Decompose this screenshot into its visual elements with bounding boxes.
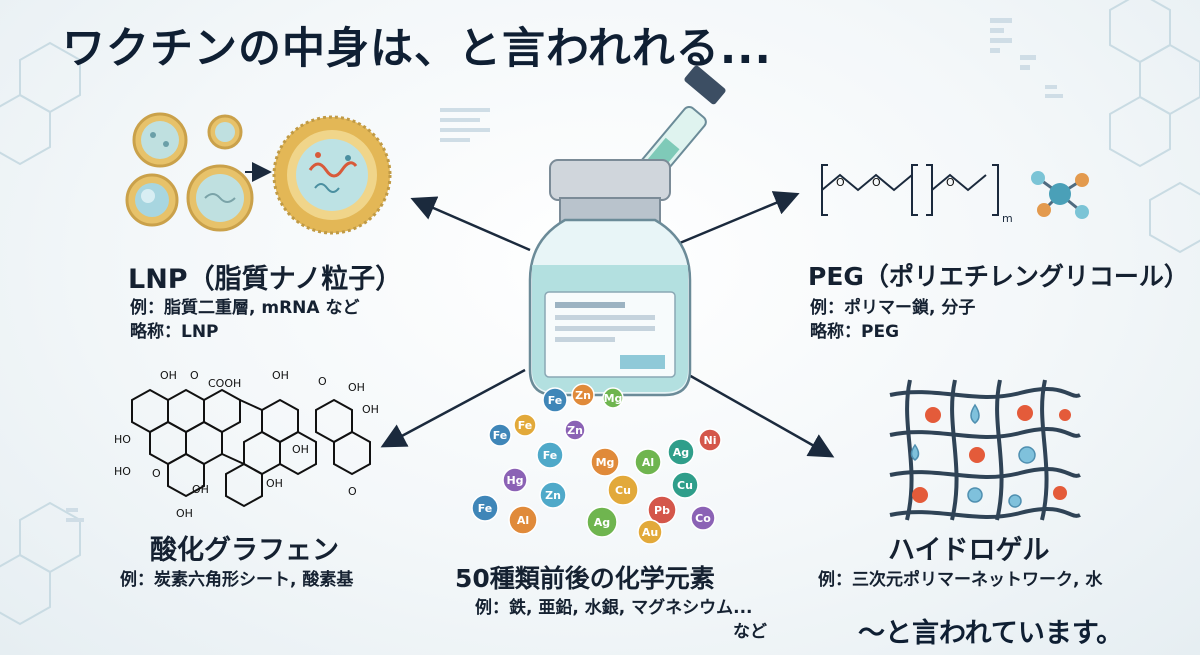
element-particle	[607, 474, 639, 506]
svg-text:O: O	[318, 375, 327, 388]
element-symbol: Pb	[654, 504, 670, 517]
element-symbol: Zn	[567, 424, 583, 437]
element-symbol: Hg	[506, 474, 523, 487]
element-particle	[536, 441, 564, 469]
svg-text:OH: OH	[348, 381, 365, 394]
svg-text:O: O	[190, 369, 199, 382]
peg-heading: PEG（ポリエチレングリコール）	[808, 262, 1189, 291]
lipid-particle-small-1	[132, 112, 188, 168]
svg-text:O: O	[946, 176, 955, 189]
element-symbol: Fe	[518, 419, 533, 432]
closing-text: 〜と言われています。	[858, 618, 1124, 649]
svg-text:HO: HO	[114, 433, 131, 446]
svg-text:O: O	[872, 176, 881, 189]
peg-example: 例：ポリマー鎖, 分子	[810, 298, 976, 318]
graphene-heading: 酸化グラフェン	[150, 535, 339, 566]
element-symbol: Fe	[493, 429, 508, 442]
graphene-oxide-structure: OH O COOH OH HO O OH HO OH OH O OH O OH …	[114, 369, 379, 520]
element-particle	[637, 519, 663, 545]
element-particle	[542, 387, 568, 413]
element-symbol: Fe	[478, 502, 493, 515]
svg-text:COOH: COOH	[208, 377, 241, 390]
peg-subscript: m	[1002, 212, 1013, 225]
element-particle	[488, 423, 512, 447]
svg-text:HO: HO	[114, 465, 131, 478]
element-particle	[513, 413, 537, 437]
molecule-icon	[1031, 171, 1089, 219]
vaccine-vial-illustration	[528, 65, 726, 397]
svg-text:O: O	[348, 485, 357, 498]
elements-heading: 50種類前後の化学元素	[455, 564, 715, 593]
element-symbol: Au	[642, 526, 658, 539]
element-symbol: Fe	[548, 394, 563, 407]
element-particle	[690, 505, 716, 531]
element-symbol: Cu	[615, 484, 631, 497]
element-symbol: Mg	[604, 392, 623, 405]
lipid-particle-small-4	[186, 164, 254, 232]
element-particle	[571, 383, 595, 407]
element-symbol: Zn	[575, 389, 591, 402]
element-particle	[539, 481, 567, 509]
element-particle	[671, 471, 699, 499]
element-symbol: Al	[642, 456, 654, 469]
lnp-heading: LNP（脂質ナノ粒子）	[128, 264, 403, 295]
element-symbol: Ag	[673, 446, 689, 459]
elements-example: 例：鉄, 亜鉛, 水銀, マグネシウム...	[475, 598, 753, 618]
vial-icon	[528, 159, 692, 397]
arrow-to-lnp	[410, 196, 531, 252]
peg-illustration: O O O m	[821, 164, 1089, 225]
hydrogel-heading: ハイドロゲル	[888, 535, 1050, 566]
element-symbol: Mg	[596, 456, 615, 469]
peg-abbreviation: 略称：PEG	[810, 322, 900, 342]
lnp-illustration	[125, 112, 392, 235]
element-particle	[590, 447, 620, 477]
arrow-to-hydrogel	[679, 368, 835, 458]
graphene-example: 例：炭素六角形シート, 酸素基	[120, 570, 354, 590]
elements-etc: など	[733, 622, 767, 642]
lipid-particle-small-3	[125, 173, 179, 227]
lipid-nanoparticle-large	[272, 115, 392, 235]
svg-text:OH: OH	[266, 477, 283, 490]
element-particle	[667, 438, 695, 466]
element-particle	[634, 448, 662, 476]
svg-text:OH: OH	[292, 443, 309, 456]
svg-text:OH: OH	[272, 369, 289, 382]
element-symbol: Fe	[543, 449, 558, 462]
element-particle	[508, 505, 538, 535]
element-symbol: Ni	[704, 434, 717, 447]
lipid-particle-small-2	[207, 114, 243, 150]
hydrogel-example: 例：三次元ポリマーネットワーク, 水	[818, 570, 1103, 590]
element-particle	[502, 467, 528, 493]
hydrogel-network	[889, 379, 1081, 521]
element-particle	[586, 506, 618, 538]
page-title: ワクチンの中身は、と言われれる...	[62, 24, 772, 74]
svg-text:OH: OH	[160, 369, 177, 382]
svg-text:OH: OH	[192, 483, 209, 496]
element-particle	[564, 419, 586, 441]
element-particle	[698, 428, 722, 452]
element-symbol: Al	[517, 514, 529, 527]
svg-text:OH: OH	[362, 403, 379, 416]
graphene-functional-groups: OH O COOH OH HO O OH HO OH OH O OH O OH …	[114, 369, 379, 520]
arrow-to-peg	[674, 191, 800, 247]
element-particle	[647, 495, 677, 525]
element-particle	[471, 494, 499, 522]
element-symbol: Ag	[594, 516, 610, 529]
lnp-example: 例：脂質二重層, mRNA など	[130, 298, 360, 318]
arrow-to-graphene	[380, 368, 526, 448]
svg-text:O: O	[152, 467, 161, 480]
svg-text:O: O	[836, 176, 845, 189]
element-symbol: Cu	[677, 479, 693, 492]
element-symbol: Co	[695, 512, 711, 525]
element-particle	[602, 387, 624, 409]
element-symbol: Zn	[545, 489, 561, 502]
lnp-abbreviation: 略称：LNP	[130, 322, 219, 342]
svg-text:OH: OH	[176, 507, 193, 520]
